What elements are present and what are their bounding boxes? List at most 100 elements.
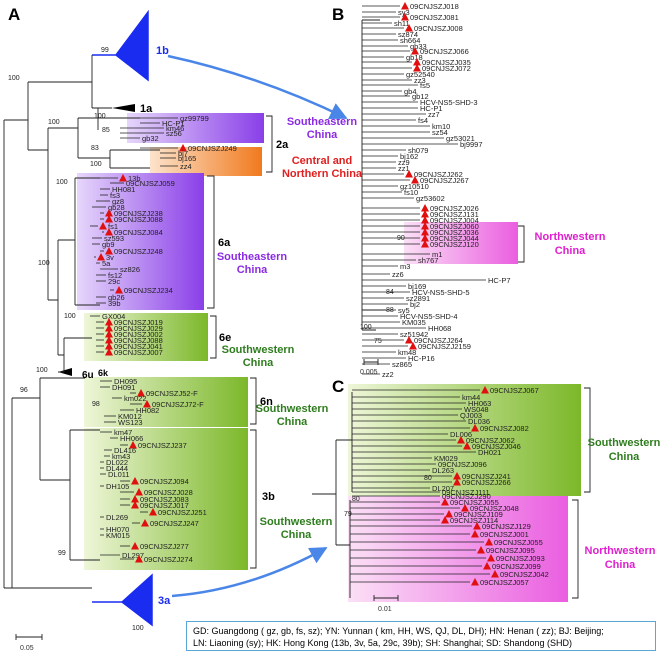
tree-b-tips: 09CNJSZJ018sy309CNJSZJ081sh1109CNJSZJ008… — [362, 2, 511, 379]
tip-label: 09CNJSZJ277 — [140, 542, 189, 551]
sample-marker-triangle — [115, 286, 123, 294]
sample-marker-triangle — [105, 209, 113, 217]
tip-label: 09CNJSZJ237 — [138, 441, 187, 450]
tip-label: 09CNJSZJ066 — [420, 47, 469, 56]
tip-label: 29c — [108, 277, 120, 286]
tip-label: 09CNJSZJ290 — [442, 492, 491, 501]
sample-marker-triangle — [105, 215, 113, 223]
sample-marker-triangle — [457, 436, 465, 444]
tip-label: DL036 — [468, 417, 490, 426]
sample-marker-triangle — [401, 13, 409, 21]
tip-label: zz9 — [398, 158, 410, 167]
sample-marker-triangle — [487, 554, 495, 562]
tip-label: DL444 — [106, 464, 128, 473]
bootstrap-c3: 80 — [424, 475, 432, 482]
sample-marker-triangle — [421, 234, 429, 242]
tip-label: 3v — [106, 253, 114, 262]
sample-marker-triangle — [421, 240, 429, 248]
tip-label: fs12 — [108, 271, 122, 280]
tip-label: 09CNJSZJ72-F — [152, 400, 204, 409]
tip-label: m3 — [400, 262, 410, 271]
bootstrap-b1: 90 — [397, 235, 405, 242]
tree-c-tips: 09CNJSZJ067km44HH063WS048QJ003DL03609CNJ… — [350, 386, 549, 587]
tip-label: sz56 — [166, 129, 182, 138]
scale-bar-c — [373, 595, 399, 601]
tip-label: HC-P1 — [420, 104, 443, 113]
clade-3a-triangle — [92, 573, 153, 627]
sample-marker-triangle — [105, 228, 113, 236]
sample-marker-triangle — [405, 24, 413, 32]
scale-label-c: 0.01 — [378, 606, 392, 613]
bracket-c-southwestern — [584, 387, 591, 493]
sample-marker-triangle — [421, 210, 429, 218]
bootstrap-a2: 100 — [8, 75, 20, 82]
tip-label: DH105 — [106, 482, 129, 491]
sample-marker-triangle — [105, 318, 113, 326]
tip-label: DL011 — [108, 470, 130, 479]
region-cn-line2: Northern China — [282, 168, 363, 180]
tip-label: bj169 — [408, 282, 426, 291]
tip-label: 09CNJSZJ007 — [114, 348, 163, 357]
bootstrap-a9: 100 — [38, 260, 50, 267]
sample-marker-triangle — [105, 348, 113, 356]
sample-marker-triangle — [401, 2, 409, 10]
clade-label-3b: 3b — [262, 491, 275, 503]
tip-label: KM035 — [402, 318, 426, 327]
tip-label: 09CNJSZJ055 — [450, 498, 499, 507]
tip-label: 09CNJSZJ114 — [450, 516, 498, 525]
sample-marker-triangle — [421, 204, 429, 212]
region-se2-line2: China — [237, 264, 268, 276]
tip-label: bj9997 — [460, 140, 483, 149]
sample-marker-triangle — [463, 442, 471, 450]
bootstrap-a10: 100 — [64, 313, 76, 320]
sample-marker-triangle — [131, 501, 139, 509]
clade-label-1b: 1b — [156, 45, 169, 57]
tip-label: 09CNJSZJ057 — [480, 578, 529, 587]
sample-marker-triangle — [421, 216, 429, 224]
tip-label: 09CNJSZJ046 — [472, 442, 521, 451]
bootstrap-b2: 84 — [386, 289, 394, 296]
sample-marker-triangle — [481, 386, 489, 394]
tip-label: 09CNJSZJ042 — [500, 570, 549, 579]
clade-label-6e: 6e — [219, 332, 231, 344]
bootstrap-b5: 100 — [360, 324, 372, 331]
tip-label: WS048 — [464, 405, 489, 414]
tip-label: gz53021 — [446, 134, 475, 143]
clade-label-6k: 6k — [98, 368, 109, 378]
tip-label: 09CNJSZJ044 — [430, 234, 479, 243]
tip-label: 09CNJSZJ248 — [114, 247, 163, 256]
tip-label: 09CNJSZJ251 — [158, 508, 207, 517]
tip-label: fs5 — [420, 81, 430, 90]
scale-bar-a — [15, 634, 43, 640]
tip-label: HC-P7 — [488, 276, 511, 285]
region-nw1-line1: Northwestern — [535, 231, 606, 243]
tip-label: HH081 — [112, 185, 135, 194]
tip-label: DL416 — [114, 446, 136, 455]
bootstrap-a6: 83 — [91, 145, 99, 152]
region-sw2-line2: China — [277, 416, 308, 428]
tip-label: gb33 — [410, 42, 427, 51]
sample-marker-triangle — [131, 477, 139, 485]
sample-marker-triangle — [477, 546, 485, 554]
tip-label: sz593 — [104, 234, 124, 243]
tip-label: 09CNJSZJ019 — [114, 318, 163, 327]
tip-label: sh079 — [408, 146, 428, 155]
tip-label: sz865 — [392, 360, 412, 369]
tip-label: 09CNJSZJ088 — [114, 336, 163, 345]
tip-label: DL022 — [106, 458, 128, 467]
bootstrap-a12: 96 — [20, 387, 28, 394]
tip-label: 09CNJSZJ028 — [144, 488, 193, 497]
region-sw2-line1: Southwestern — [256, 403, 329, 415]
tip-label: gz10510 — [400, 182, 429, 191]
tip-label: 09CNJSZJ072 — [422, 64, 471, 73]
tip-label: 09CNJSZJ008 — [414, 24, 463, 33]
tip-label: 09CNJSZJ267 — [420, 176, 469, 185]
bootstrap-c1: 80 — [352, 496, 360, 503]
sample-marker-triangle — [105, 247, 113, 255]
tip-label: gb26 — [108, 293, 125, 302]
clade-label-3a: 3a — [158, 595, 171, 607]
region-nwc-line1: Northwestern — [585, 545, 656, 557]
tip-label: sh767 — [418, 256, 438, 265]
tip-label: HH063 — [468, 399, 491, 408]
tip-label: 09CNJSZJ036 — [430, 228, 479, 237]
